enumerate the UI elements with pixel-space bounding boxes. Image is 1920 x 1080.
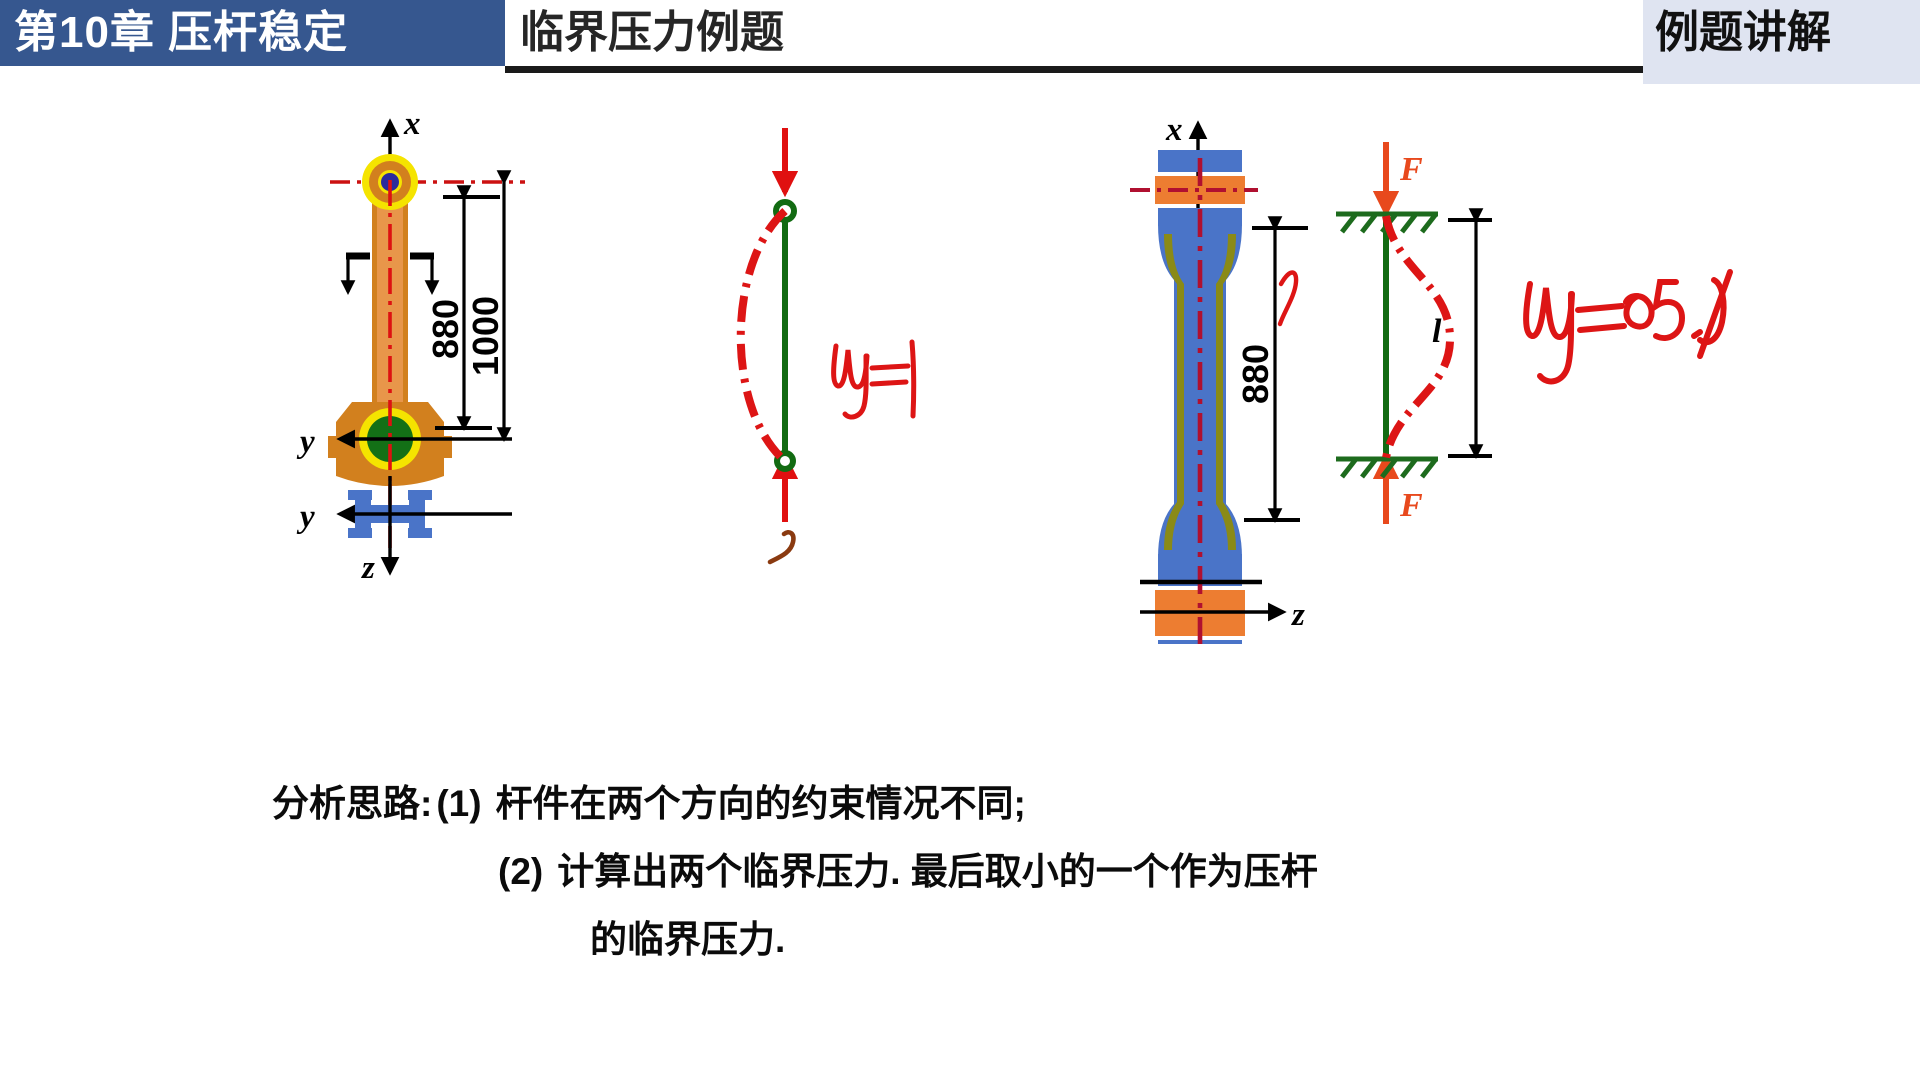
header-divider (505, 66, 1643, 73)
page-title: 临界压力例题 (520, 8, 784, 57)
handwriting-mu-05 (1523, 269, 1733, 385)
dim-1000-rod: 1000 (465, 296, 506, 376)
dim-880-rod: 880 (425, 299, 466, 359)
buckled-shape-curve (736, 208, 788, 465)
length-label-l: l (1432, 313, 1442, 350)
axis-label-x-beam: x (1165, 112, 1183, 148)
handwriting-mu-1 (831, 339, 917, 420)
slide-header: 第10章 压杆稳定 临界压力例题 例题讲解 (0, 0, 1920, 84)
corner-panel (1643, 0, 1920, 84)
fixed-support-bottom-icon (1336, 456, 1438, 479)
pin-bottom-icon (774, 450, 796, 472)
beam-fillet-right (1216, 234, 1236, 550)
i-beam-column-figure: x 880 z (1130, 112, 1308, 644)
analysis-item2-continued: 的临界压力. (590, 919, 786, 960)
analysis-item1-number: (1) (436, 783, 482, 824)
ink-mark-beam (1277, 270, 1299, 327)
analysis-item2-number: (2) (498, 851, 544, 892)
axis-label-z-beam: z (1291, 597, 1305, 633)
analysis-label: 分析思路: (272, 783, 433, 824)
connecting-rod-figure: x 880 1000 y (296, 106, 525, 586)
fixed-support-top-icon (1336, 211, 1438, 234)
force-label-top: F (1399, 151, 1423, 188)
analysis-row-1: 分析思路: (1) 杆件在两个方向的约束情况不同; (0, 770, 1920, 838)
corner-label: 例题讲解 (1655, 8, 1831, 57)
axis-label-y-top: y (296, 424, 315, 460)
figure-area: x 880 1000 y (0, 84, 1920, 644)
beam-fillet-left (1164, 234, 1184, 550)
chapter-title: 第10章 压杆稳定 (14, 8, 349, 57)
axis-label-x: x (403, 106, 421, 142)
chapter-badge (0, 0, 505, 66)
ink-mark-column (767, 530, 796, 565)
analysis-row-3: 的临界压力. (0, 906, 1920, 974)
analysis-item1-text: 杆件在两个方向的约束情况不同; (495, 783, 1026, 824)
analysis-block: 分析思路: (1) 杆件在两个方向的约束情况不同; (2) 计算出两个临界压力.… (0, 770, 1920, 974)
fixed-column-figure: F F l (1336, 142, 1733, 524)
force-label-bottom: F (1399, 487, 1423, 524)
analysis-item2-text: 计算出两个临界压力. 最后取小的一个作为压杆 (557, 851, 1318, 892)
axis-label-y-bottom: y (296, 499, 315, 535)
analysis-row-2: (2) 计算出两个临界压力. 最后取小的一个作为压杆 (0, 838, 1920, 906)
dim-880-beam: 880 (1235, 344, 1276, 404)
pinned-column-figure (736, 128, 917, 565)
axis-label-z-rod: z (361, 550, 375, 586)
